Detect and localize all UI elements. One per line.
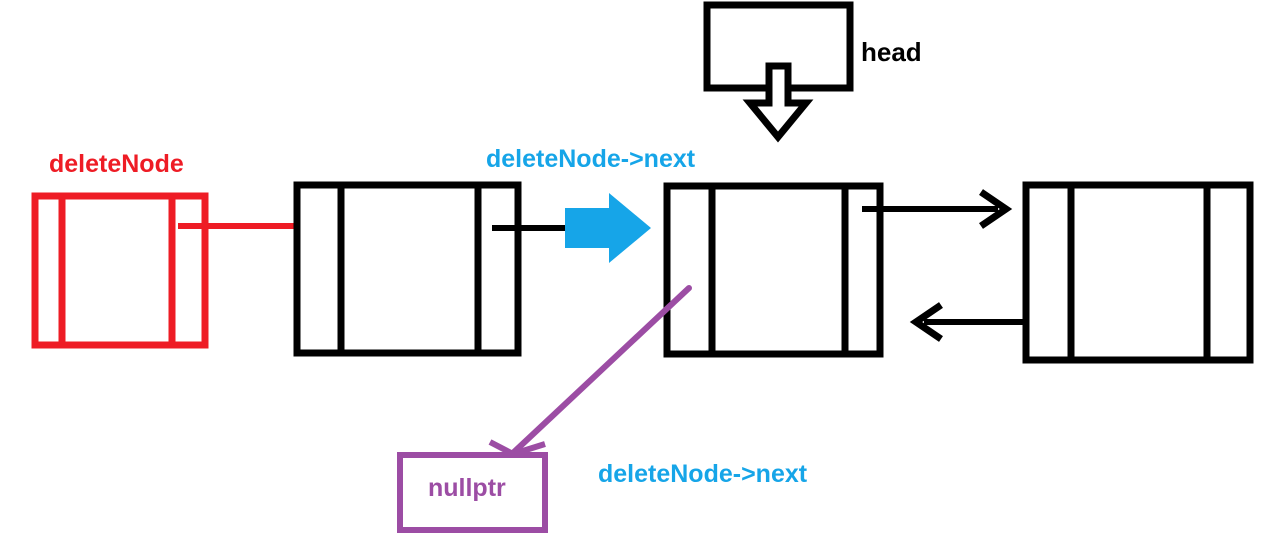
forward-arrow-3-to-4: [862, 189, 1013, 229]
list-node-4-outline: [1022, 181, 1254, 364]
label-delete-node-next: deleteNode->next: [486, 145, 696, 173]
list-node-2-outline: [293, 181, 522, 357]
deleteNode-node[interactable]: [31, 192, 209, 349]
list-node-4[interactable]: [1022, 181, 1254, 364]
list-node-2[interactable]: [293, 181, 522, 357]
head-hollow-down-arrow-icon: [742, 62, 814, 143]
label-nullptr: nullptr: [428, 474, 506, 502]
label-head: head: [861, 37, 922, 67]
backward-arrow-head: [909, 302, 943, 342]
label-dnnp-line2: -> previous: [598, 546, 807, 547]
label-dnnp-line1: deleteNode->next: [598, 459, 808, 488]
blue-block-arrow: [565, 193, 651, 263]
purple-arrow-shaft: [511, 285, 692, 455]
forward-arrow-head: [979, 189, 1013, 229]
nullptr-box[interactable]: [397, 452, 548, 533]
list-node-3[interactable]: [663, 182, 884, 358]
label-delete-node-next-previous: deleteNode->next -> previous: [598, 402, 807, 547]
label-delete-node: deleteNode: [49, 150, 184, 178]
